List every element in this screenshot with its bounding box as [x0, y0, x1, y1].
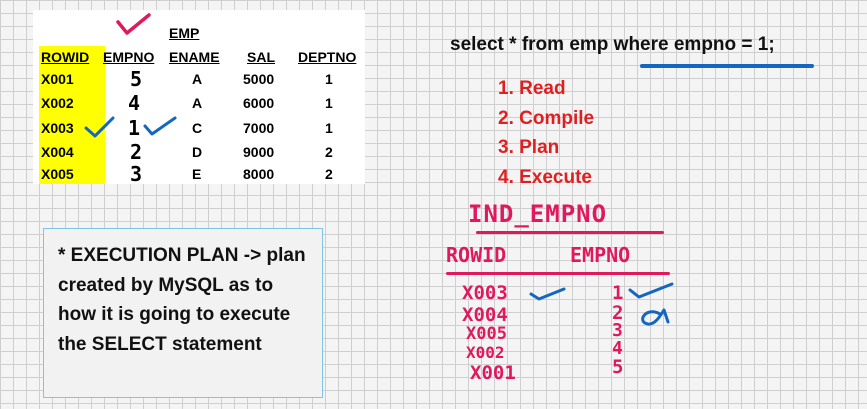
table-header-emp: EMP — [169, 25, 200, 41]
cell-ename: A — [192, 71, 203, 87]
step-item: 3. Plan — [498, 137, 560, 158]
cell-rowid: X002 — [41, 95, 74, 111]
cell-sal: 5000 — [243, 71, 275, 87]
cell-sal: 7000 — [243, 120, 275, 136]
cell-rowid: X004 — [41, 144, 74, 160]
cell-rowid: X003 — [41, 120, 74, 136]
column-header-deptno: DEPTNO — [298, 49, 357, 65]
cell-empno: 1 — [128, 116, 141, 140]
cell-sal: 8000 — [243, 166, 275, 182]
check-icon — [628, 282, 674, 299]
step-item: 1. Read — [498, 78, 566, 99]
execution-plan-note: * EXECUTION PLAN -> plan created by MySQ… — [43, 228, 323, 398]
cell-rowid: X001 — [41, 71, 74, 87]
rowid-highlight — [39, 46, 105, 184]
index-header-underline — [446, 272, 670, 275]
index-empno: 2 — [612, 302, 624, 324]
cell-empno: 5 — [130, 67, 143, 91]
index-column-rowid: ROWID — [446, 243, 507, 267]
cell-deptno: 1 — [325, 95, 333, 111]
execution-steps: 1. Read 2. Compile 3. Plan 4. Execute — [498, 74, 594, 192]
index-title: IND_EMPNO — [468, 200, 608, 228]
sql-query: select * from emp where empno = 1; — [450, 34, 775, 55]
column-header-sal: SAL — [247, 49, 275, 65]
index-rowid: X004 — [462, 304, 508, 326]
execution-plan-text: * EXECUTION PLAN -> plan created by MySQ… — [58, 245, 306, 355]
cell-empno: 4 — [128, 91, 141, 115]
cell-empno: 3 — [130, 162, 143, 186]
check-icon — [529, 287, 566, 301]
check-icon — [84, 116, 115, 138]
index-rowid: X001 — [470, 362, 516, 384]
column-header-ename: ENAME — [169, 49, 220, 65]
index-empno: 3 — [612, 320, 623, 341]
column-header-empno: EMPNO — [103, 49, 155, 65]
index-empno: 4 — [612, 338, 623, 359]
index-rowid: X005 — [466, 324, 507, 344]
cell-ename: D — [192, 144, 203, 160]
cell-deptno: 2 — [325, 144, 333, 160]
check-icon — [116, 13, 151, 35]
index-column-empno: EMPNO — [570, 243, 631, 267]
cell-deptno: 2 — [325, 166, 333, 182]
column-header-rowid: ROWID — [41, 49, 90, 65]
cell-empno: 2 — [130, 140, 143, 164]
index-title-underline — [476, 231, 664, 234]
cell-deptno: 1 — [325, 120, 333, 136]
index-empno: 5 — [612, 356, 624, 378]
cell-rowid: X005 — [41, 166, 74, 182]
cell-deptno: 1 — [325, 71, 333, 87]
step-item: 4. Execute — [498, 166, 592, 188]
index-rowid: X003 — [462, 282, 508, 304]
cell-sal: 6000 — [243, 95, 275, 111]
cell-ename: A — [192, 95, 203, 111]
query-underline — [640, 64, 814, 68]
alpha-icon — [641, 308, 670, 326]
cell-sal: 9000 — [243, 144, 275, 160]
check-icon — [143, 116, 177, 136]
emp-table: EMP ROWID EMPNO ENAME SAL DEPTNO X001 5 … — [33, 10, 365, 186]
index-rowid: X002 — [466, 343, 505, 362]
step-item: 2. Compile — [498, 107, 595, 129]
cell-ename: E — [192, 166, 202, 182]
cell-ename: C — [192, 120, 203, 136]
index-empno: 1 — [612, 282, 624, 304]
